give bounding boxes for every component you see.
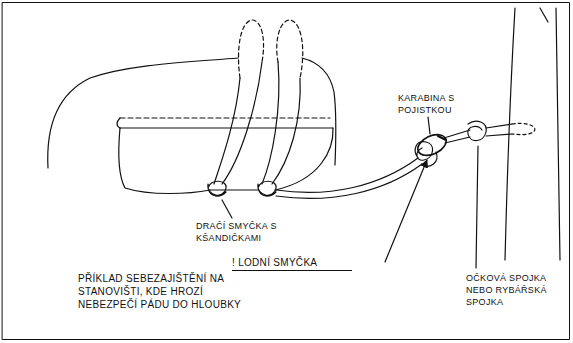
sling bbox=[445, 137, 470, 143]
rope-behind bbox=[120, 117, 330, 118]
body-outline bbox=[302, 58, 336, 165]
rope bbox=[210, 189, 258, 190]
chest-sling bbox=[275, 128, 333, 190]
part-label: ! LODNÍ SMYČKA bbox=[232, 256, 352, 271]
chest-sling bbox=[120, 127, 333, 128]
shoulder-loop bbox=[222, 62, 262, 184]
knot bbox=[468, 121, 486, 140]
chest-sling bbox=[119, 128, 210, 194]
body-outline bbox=[48, 58, 238, 168]
sling-behind-tree bbox=[512, 123, 535, 134]
shoulder-loop bbox=[272, 78, 300, 184]
caption-note: PŘÍKLAD SEBEZAJIŠTĚNÍ NA STANOVIŠTI, KDE… bbox=[78, 272, 250, 311]
tree-branch bbox=[540, 8, 548, 22]
part-label: DRAČÍ SMYČKA S KŠANDIČKAMI bbox=[196, 220, 296, 244]
knot bbox=[258, 181, 276, 196]
leader-line bbox=[428, 117, 430, 134]
carabiner bbox=[415, 131, 450, 160]
tree-trunk bbox=[505, 8, 515, 260]
rope bbox=[276, 158, 418, 192]
chest-sling bbox=[117, 118, 120, 128]
rope-behind bbox=[239, 20, 264, 78]
shoulder-loop bbox=[214, 78, 240, 184]
tree-trunk bbox=[556, 8, 560, 260]
arrow bbox=[385, 160, 427, 262]
leader-line bbox=[476, 146, 478, 268]
rope-behind bbox=[277, 20, 303, 78]
part-label: KARABINA S POJISTKOU bbox=[398, 92, 484, 116]
sling bbox=[444, 130, 470, 138]
rope bbox=[276, 164, 422, 198]
leader-line bbox=[222, 200, 232, 218]
shoulder-loop bbox=[262, 62, 279, 184]
knot bbox=[208, 181, 226, 196]
part-label: OČKOVÁ SPOJKA NEBO RYBÁŘSKÁ SPOJKA bbox=[466, 272, 566, 308]
frame bbox=[3, 3, 570, 340]
sling bbox=[486, 124, 512, 136]
